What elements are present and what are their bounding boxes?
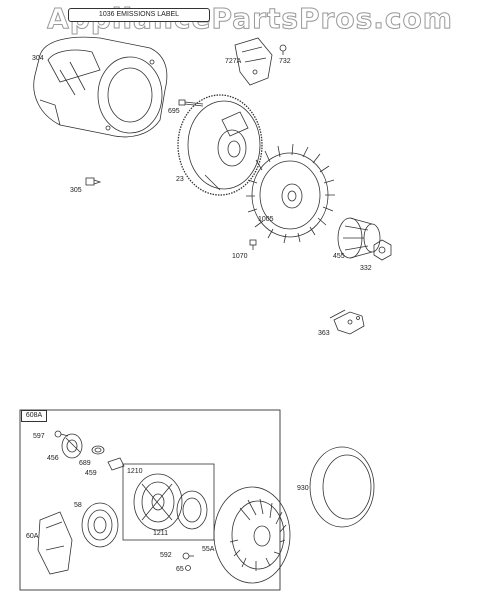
grille-ring-drawing (309, 446, 375, 528)
hex-bolt-drawing (85, 177, 102, 186)
flywheel-drawing (177, 94, 263, 196)
part-label-58[interactable]: 58 (74, 502, 82, 509)
part-label-597[interactable]: 597 (33, 433, 45, 440)
rotating-screen-drawing (337, 217, 381, 259)
part-label-65[interactable]: 65 (176, 566, 184, 573)
part-label-455[interactable]: 455 (333, 253, 345, 260)
pawl-plate-drawing (61, 433, 83, 459)
fan-screw-drawing (249, 239, 257, 250)
flywheel-nut-drawing (373, 239, 392, 261)
part-label-689[interactable]: 689 (79, 460, 91, 467)
rope-drawing (185, 565, 191, 571)
part-label-363[interactable]: 363 (318, 330, 330, 337)
part-label-592[interactable]: 592 (160, 552, 172, 559)
starter-housing-drawing (213, 486, 291, 584)
part-label-1210[interactable]: 1210 (127, 468, 143, 475)
part-label-930[interactable]: 930 (297, 485, 309, 492)
part-label-23[interactable]: 23 (176, 176, 184, 183)
part-label-1211[interactable]: 1211 (153, 530, 169, 537)
starter-pulley-drawing (133, 473, 183, 531)
recoil-spring-drawing (176, 490, 208, 530)
part-label-305[interactable]: 305 (70, 187, 82, 194)
part-label-304[interactable]: 304 (32, 55, 44, 62)
blower-housing-drawing (33, 36, 168, 138)
pawl-drawing (107, 457, 125, 471)
pulley-subframe (122, 463, 215, 541)
stop-switch-drawing (329, 309, 365, 335)
part-label-55a[interactable]: 55A (202, 546, 215, 553)
washer-drawing (91, 445, 105, 455)
part-label-332[interactable]: 332 (360, 265, 372, 272)
part-label-459[interactable]: 459 (85, 470, 97, 477)
small-screw-drawing (279, 44, 287, 55)
part-label-727a[interactable]: 727A (225, 58, 242, 65)
emissions-label-box: 1036 EMISSIONS LABEL (68, 8, 210, 22)
kit-label-tag: 608A (21, 410, 47, 422)
bracket-drawing (234, 37, 273, 86)
part-label-60a[interactable]: 60A (26, 533, 39, 540)
starter-handle-drawing (37, 511, 73, 575)
part-label-456[interactable]: 456 (47, 455, 59, 462)
part-label-695[interactable]: 695 (168, 108, 180, 115)
kit-frame (19, 409, 281, 591)
part-label-1005[interactable]: 1005 (258, 216, 274, 223)
spring-drawing (81, 502, 119, 548)
part-label-1070[interactable]: 1070 (232, 253, 248, 260)
cooling-fan-drawing (246, 143, 335, 244)
retainer-screw-drawing (182, 552, 194, 560)
part-label-732[interactable]: 732 (279, 58, 291, 65)
bolt-drawing (178, 99, 204, 107)
